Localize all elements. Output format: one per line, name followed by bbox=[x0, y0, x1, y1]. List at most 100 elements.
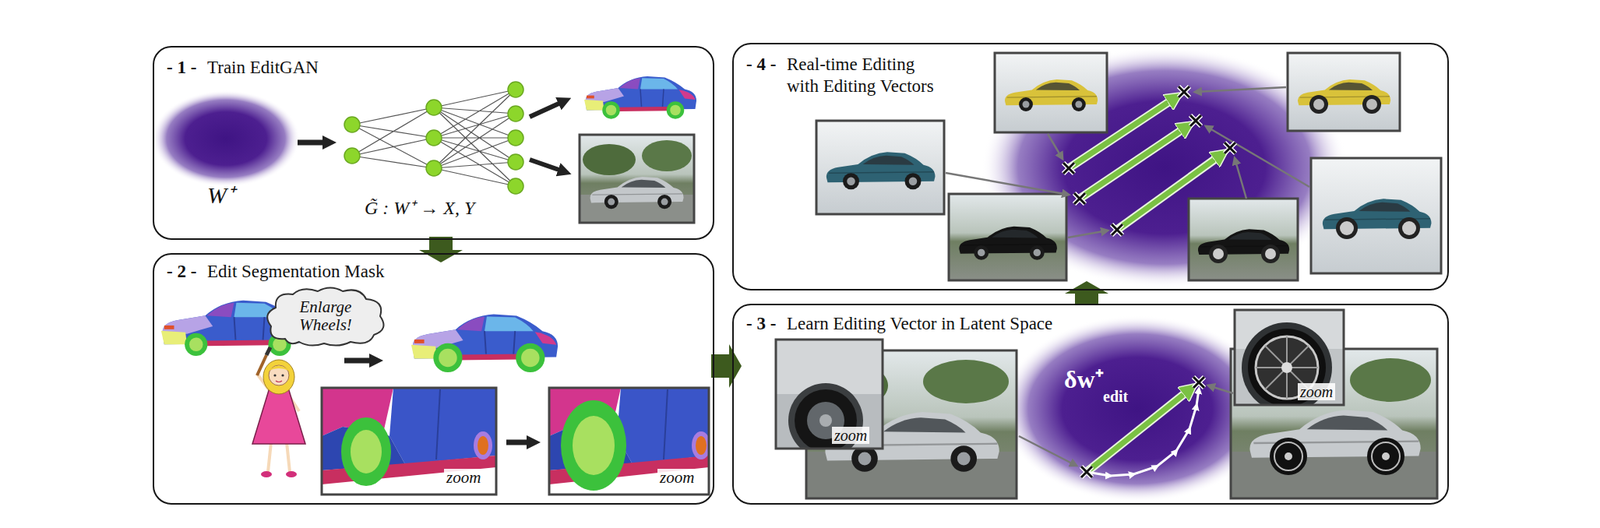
step-title: Learn Editing Vector in Latent Space bbox=[786, 313, 1053, 335]
editing-vectors bbox=[958, 226, 1058, 261]
car-photo bbox=[641, 140, 692, 172]
editing-vectors bbox=[1311, 158, 1442, 274]
editing-vectors bbox=[1224, 142, 1236, 154]
edit-vector-learning bbox=[819, 414, 832, 427]
math-label: W⁺ bbox=[207, 182, 235, 208]
edit-vector-learning bbox=[1230, 451, 1438, 499]
edit-vector-learning bbox=[1234, 310, 1344, 406]
zoomed-mask bbox=[389, 387, 497, 465]
editing-vectors bbox=[1366, 98, 1378, 110]
zoomed-mask bbox=[663, 389, 668, 460]
step-panel: - 2 - Edit Segmentation MaskEnlarge Wheel… bbox=[152, 253, 715, 505]
zoomed-mask bbox=[477, 436, 489, 455]
step-number: - 3 - bbox=[746, 313, 776, 335]
editing-vectors bbox=[1362, 95, 1382, 114]
flow-arrow bbox=[419, 236, 463, 263]
zoomed-mask bbox=[341, 417, 392, 487]
generator-network bbox=[529, 159, 566, 173]
editing-vectors bbox=[994, 52, 1107, 133]
zoomed-mask bbox=[321, 387, 497, 495]
zoomed-mask bbox=[549, 387, 709, 495]
editing-vectors bbox=[948, 193, 1067, 281]
step-panel: - 3 - Learn Editing Vector in Latent Spac… bbox=[732, 303, 1449, 505]
girl-figure bbox=[268, 366, 289, 372]
editing-vectors bbox=[1339, 221, 1354, 236]
edit-vector-learning bbox=[1081, 466, 1093, 478]
editing-vectors bbox=[1311, 158, 1442, 274]
edit-vector-learning bbox=[1086, 387, 1192, 473]
cloud-outline bbox=[267, 288, 384, 346]
car-photo bbox=[582, 144, 636, 176]
editing-vectors bbox=[1234, 158, 1247, 199]
girl-figure bbox=[260, 471, 272, 478]
generator-network bbox=[584, 76, 697, 120]
generator-network bbox=[507, 154, 524, 170]
zoomed-mask bbox=[436, 389, 441, 460]
editing-vectors bbox=[1287, 52, 1400, 131]
girl-figure bbox=[252, 387, 306, 445]
edit-vector-learning bbox=[1193, 377, 1205, 388]
step-number: - 1 - bbox=[166, 56, 197, 79]
editing-vectors bbox=[1190, 115, 1202, 127]
segmentation-car bbox=[344, 358, 378, 364]
car-photo bbox=[579, 134, 695, 223]
step-title: Real-time Editing with Editing Vectors bbox=[786, 53, 943, 97]
zoom-tag: zoom bbox=[1297, 383, 1336, 401]
girl-figure bbox=[286, 442, 290, 473]
editing-vectors bbox=[948, 193, 1067, 281]
step-title: Edit Segmentation Mask bbox=[207, 260, 385, 283]
edit-vector-learning bbox=[1381, 452, 1390, 461]
girl-figure bbox=[285, 471, 297, 478]
zoomed-mask bbox=[473, 431, 493, 460]
editing-vectors bbox=[1212, 248, 1224, 260]
edit-vector-learning bbox=[1208, 385, 1234, 394]
editing-vectors bbox=[1398, 217, 1421, 240]
edit-vector-learning bbox=[1234, 310, 1344, 406]
girl-figure bbox=[267, 442, 272, 473]
editing-vectors bbox=[1111, 224, 1123, 236]
editing-vectors bbox=[994, 52, 1107, 133]
step-number: - 4 - bbox=[746, 53, 776, 76]
edit-vector-learning bbox=[1269, 437, 1308, 476]
generator-network bbox=[344, 148, 360, 164]
generator-network bbox=[297, 140, 331, 146]
editing-vectors bbox=[1287, 52, 1400, 131]
editing-vectors bbox=[816, 120, 945, 215]
edit-vector-learning bbox=[1274, 442, 1303, 471]
edit-vector-learning bbox=[1371, 442, 1400, 471]
latent-space-blob bbox=[151, 90, 300, 187]
zoomed-mask bbox=[321, 387, 497, 495]
generator-network bbox=[352, 89, 516, 187]
generator-network bbox=[529, 100, 566, 117]
edit-vector-learning bbox=[1367, 437, 1405, 476]
editing-vectors bbox=[1004, 79, 1098, 112]
editing-vectors bbox=[1335, 217, 1358, 240]
step-title: Train EditGAN bbox=[207, 56, 319, 79]
editing-vectors bbox=[1261, 244, 1280, 264]
flow-arrow bbox=[1064, 281, 1109, 306]
editing-vectors bbox=[1208, 244, 1228, 264]
editing-vectors bbox=[945, 172, 1069, 195]
zoom-tag: zoom bbox=[657, 468, 697, 487]
math-label: δw⁺ bbox=[1064, 366, 1104, 394]
cloud-text: Enlarge Wheels! bbox=[286, 298, 365, 335]
zoomed-mask bbox=[560, 400, 627, 491]
generator-network bbox=[426, 160, 442, 177]
editing-vectors bbox=[826, 151, 936, 190]
girl-figure bbox=[266, 347, 271, 356]
edit-vector-learning bbox=[775, 339, 883, 449]
editing-vectors bbox=[1063, 162, 1075, 174]
editing-vectors bbox=[1188, 198, 1298, 281]
step-panel: - 4 - Real-time Editing with Editing Vect… bbox=[732, 42, 1449, 291]
editing-vectors bbox=[1068, 96, 1223, 230]
step-number: - 2 - bbox=[166, 260, 197, 283]
zoomed-mask bbox=[549, 387, 709, 495]
girl-figure bbox=[273, 373, 276, 377]
generator-network bbox=[426, 99, 442, 116]
editing-vectors bbox=[1402, 221, 1417, 236]
zoomed-mask bbox=[691, 431, 709, 460]
editing-vectors bbox=[1188, 198, 1298, 281]
zoomed-mask bbox=[321, 387, 497, 495]
girl-figure bbox=[263, 359, 295, 395]
